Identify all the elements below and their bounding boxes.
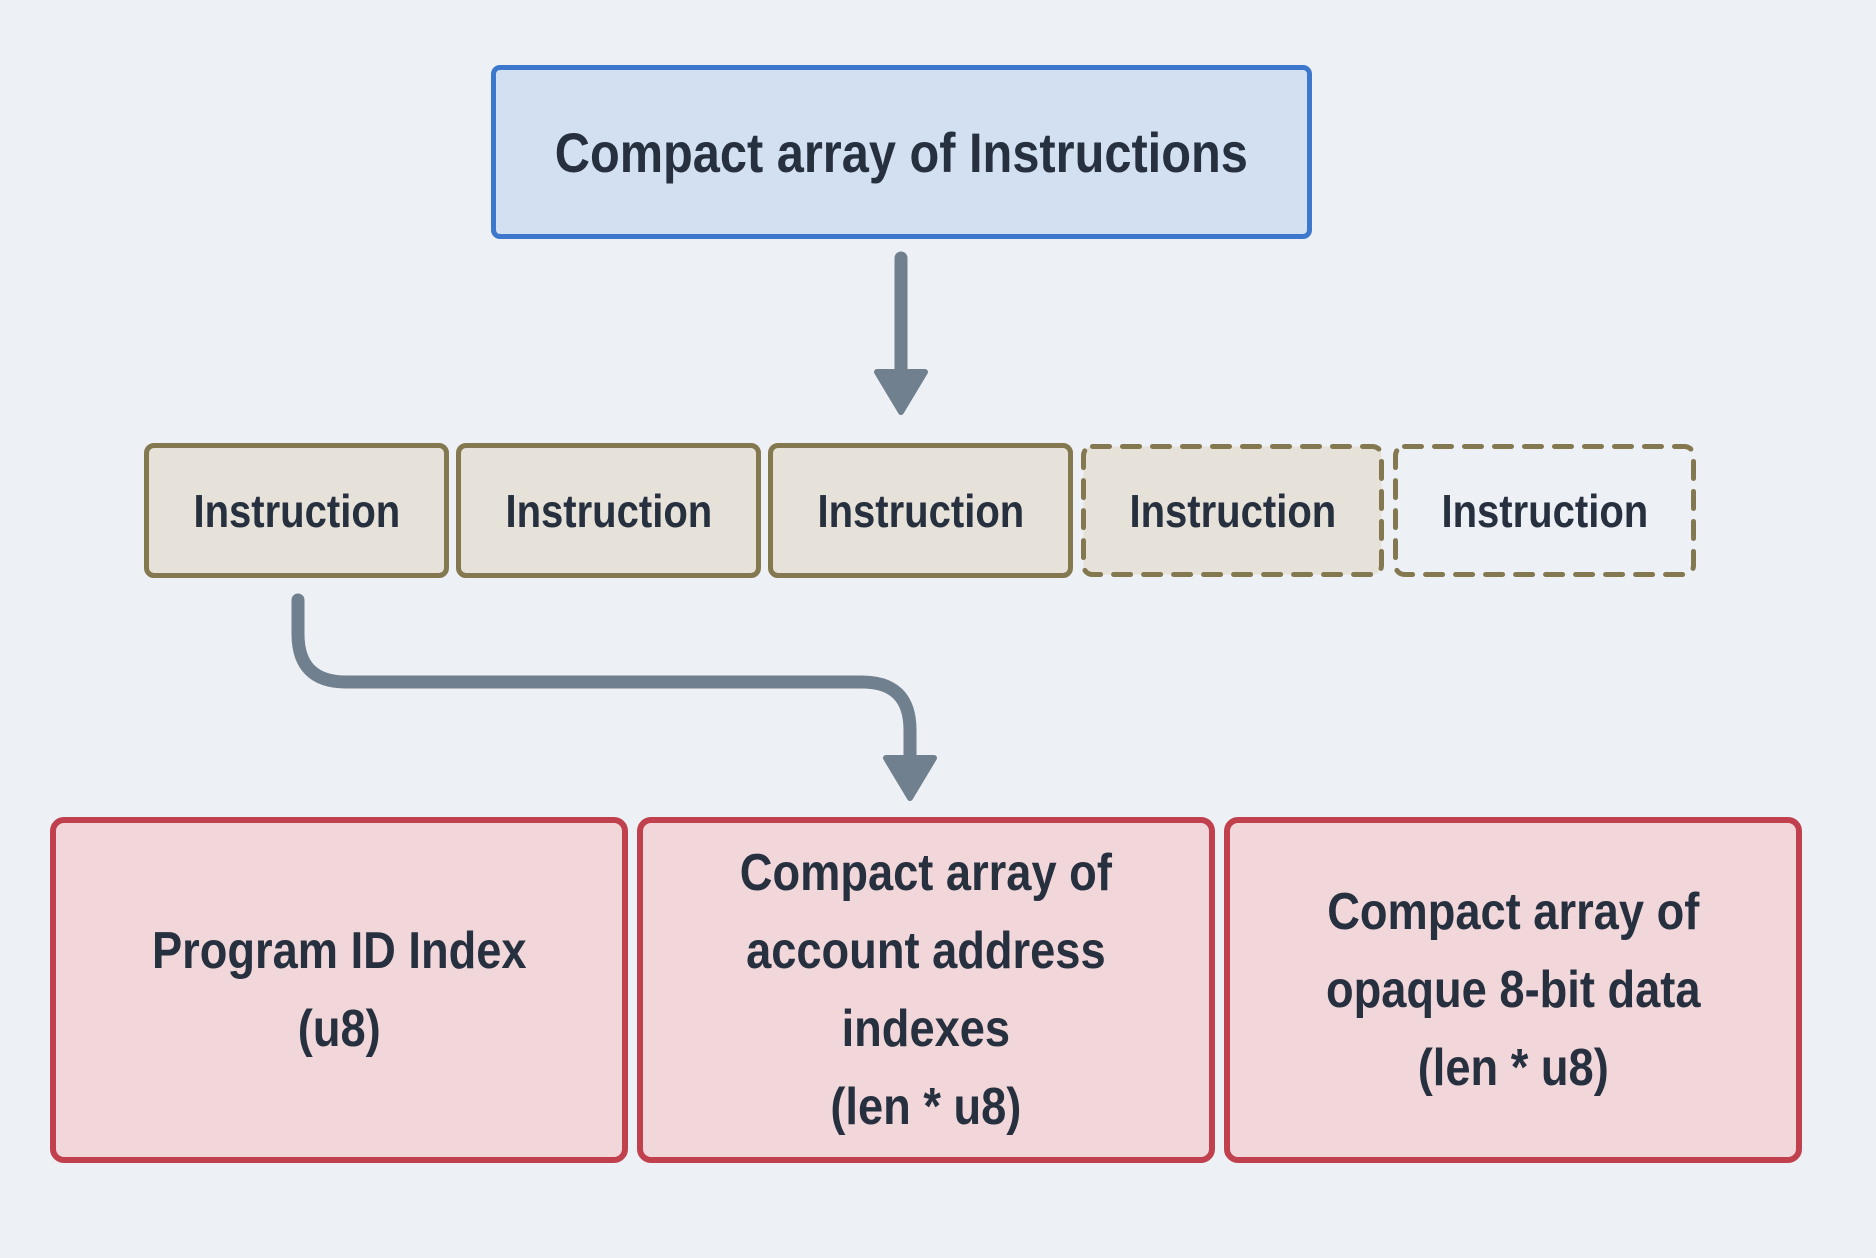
instruction-row: Instruction Instruction Instruction Inst… — [144, 443, 1697, 578]
instruction-box-4-dashed: Instruction — [1080, 443, 1385, 578]
program-id-index-label: Program ID Index (u8) — [151, 922, 527, 1058]
instruction-box-5-dashed: Instruction — [1392, 443, 1697, 578]
account-address-indexes-box: Compact array of account address indexes… — [637, 817, 1215, 1163]
instruction-box-1: Instruction — [144, 443, 449, 578]
instruction-box-1-label: Instruction — [193, 484, 400, 537]
instruction-box-5-label: Instruction — [1441, 484, 1648, 537]
dashed-border — [1081, 444, 1384, 577]
instruction-box-4-label: Instruction — [1129, 484, 1336, 537]
instruction-box-2-label: Instruction — [505, 484, 712, 537]
arrow-instruction-to-fields — [291, 593, 937, 801]
opaque-data-box: Compact array of opaque 8-bit data (len … — [1224, 817, 1802, 1163]
title-box-label: Compact array of Instructions — [554, 120, 1249, 184]
instruction-box-2: Instruction — [456, 443, 761, 578]
account-address-indexes-label: Compact array of account address indexes… — [739, 844, 1113, 1136]
instruction-box-3: Instruction — [768, 443, 1073, 578]
instruction-fields-row: Program ID Index (u8) Compact array of a… — [50, 817, 1802, 1163]
compact-array-of-instructions-box: Compact array of Instructions — [491, 65, 1312, 239]
instruction-box-3-label: Instruction — [817, 484, 1024, 537]
program-id-index-box: Program ID Index (u8) — [50, 817, 628, 1163]
opaque-data-label: Compact array of opaque 8-bit data (len … — [1325, 883, 1701, 1097]
arrow-title-to-instructions — [874, 251, 928, 415]
dashed-border — [1393, 444, 1696, 577]
